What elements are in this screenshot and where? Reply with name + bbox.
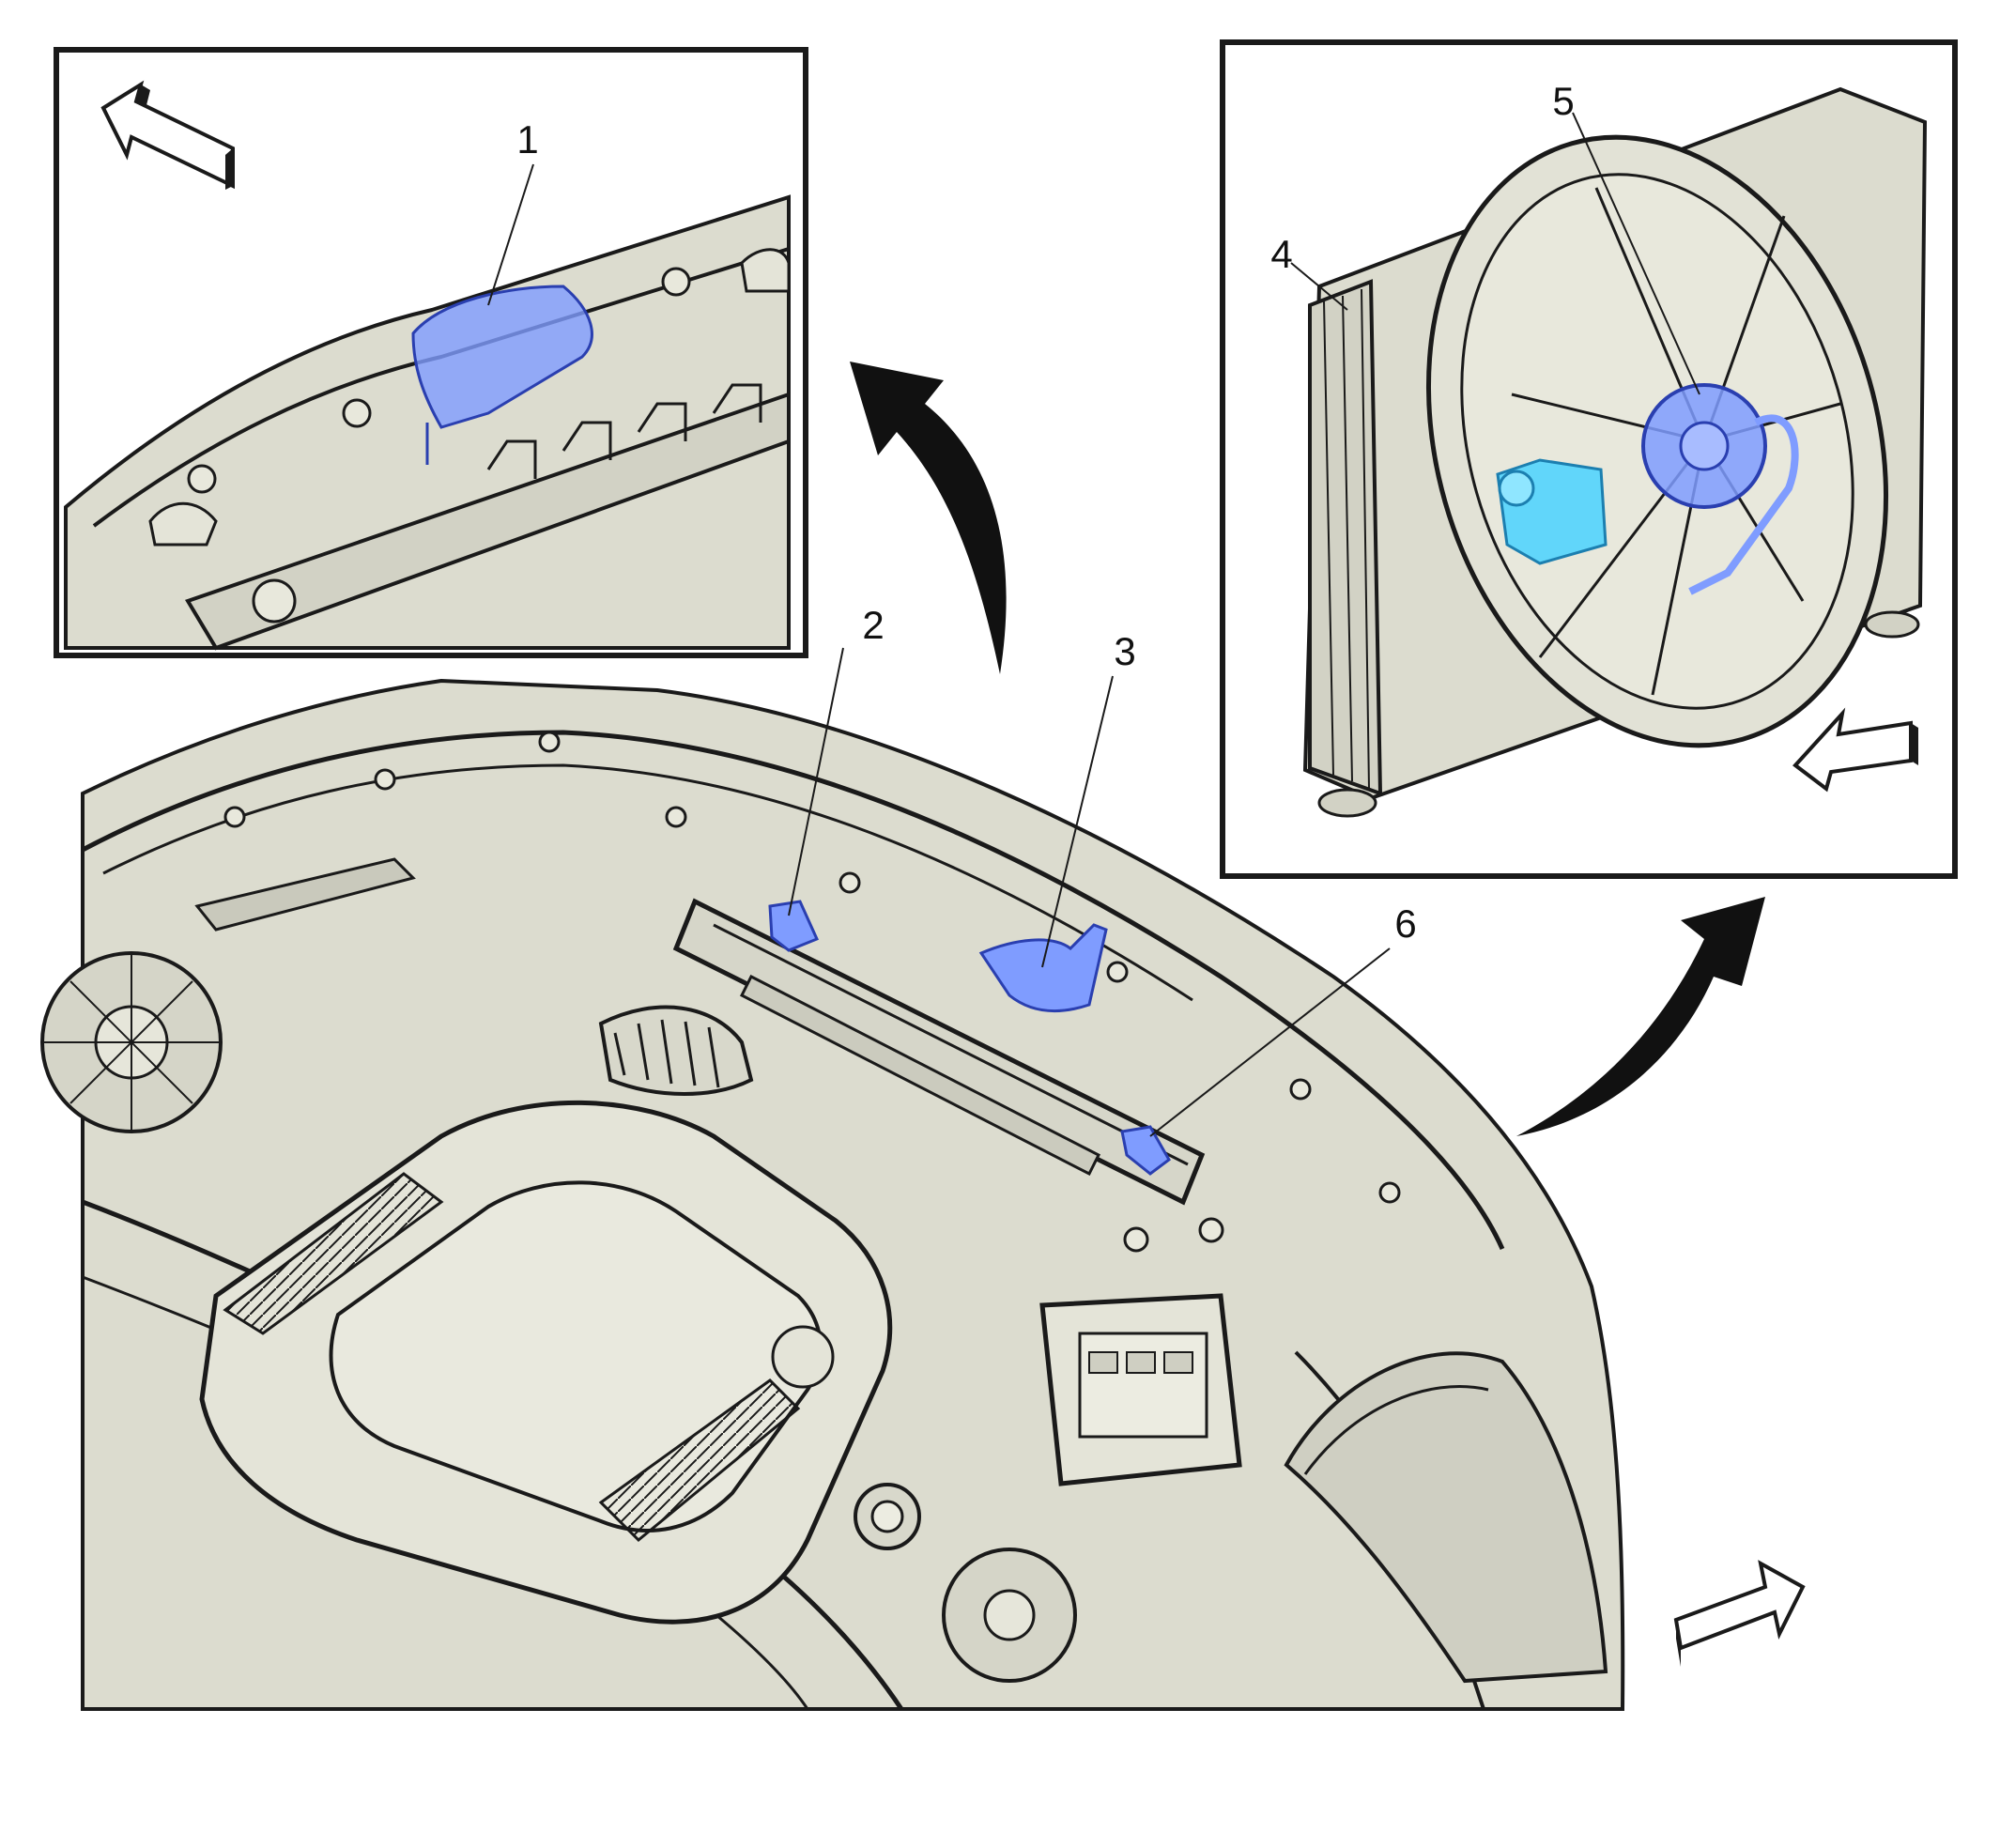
radiator-support-upper [672, 898, 1206, 1206]
callout-1: 1 [516, 117, 538, 162]
curved-pointer-arrow-icon [1516, 897, 1765, 1136]
highlight-component-2 [768, 900, 820, 952]
engine-bay-main-view [40, 647, 1625, 1711]
highlight-component-1 [411, 285, 593, 429]
forward-direction-arrow-icon [1792, 707, 1918, 793]
detail-panel-upper-left [54, 47, 808, 658]
callout-6: 6 [1394, 901, 1416, 946]
callout-5: 5 [1552, 79, 1574, 123]
highlight-component-6 [1120, 1125, 1171, 1176]
callout-2: 2 [862, 603, 884, 647]
curved-pointer-arrow-icon [850, 362, 1007, 674]
callout-4: 4 [1270, 232, 1292, 276]
forward-direction-arrow-icon [100, 80, 235, 190]
callout-3: 3 [1114, 629, 1135, 673]
highlight-component-3 [978, 923, 1108, 1013]
forward-direction-arrow-icon [1673, 1560, 1806, 1667]
detail-panel-upper-right [1220, 39, 1958, 879]
